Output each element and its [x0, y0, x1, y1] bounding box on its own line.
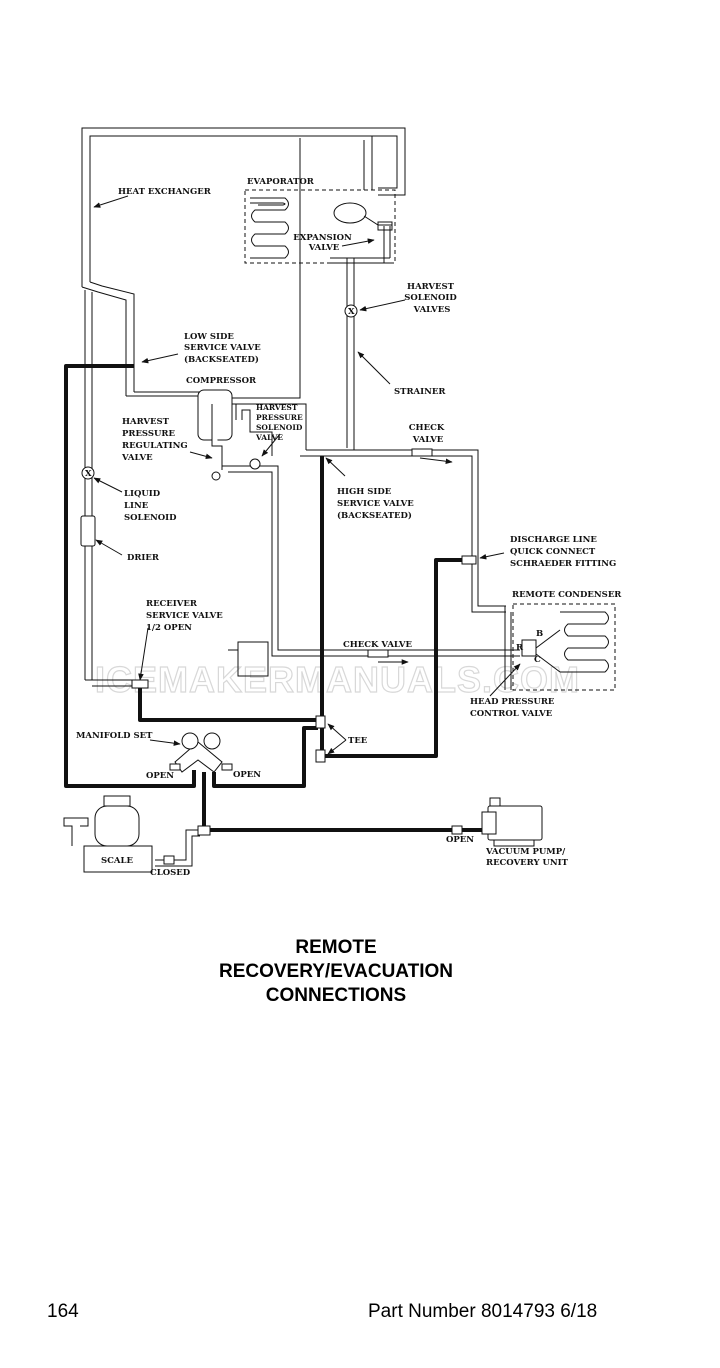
label-port-c: C	[534, 655, 541, 665]
page-number: 164	[47, 1301, 79, 1322]
label-closed: CLOSED	[150, 868, 191, 878]
part-number: Part Number 8014793 6/18	[368, 1301, 598, 1322]
gauge-marker-x: X	[348, 307, 355, 317]
label-open-left: OPEN	[146, 771, 174, 781]
label-harvest-pressure-regulating-valve: HARVEST PRESSURE REGULATING VALVE	[121, 417, 191, 463]
manifold-tee	[197, 825, 211, 836]
label-manifold-set: MANIFOLD SET	[76, 731, 153, 741]
head-pressure-control-valve	[521, 629, 561, 673]
label-harvest-solenoid-valves: HARVEST SOLENOID VALVES	[404, 282, 460, 315]
harvest-solenoid-valve: X	[344, 304, 358, 318]
label-low-side-service-valve: LOW SIDE SERVICE VALVE (BACKSEATED)	[184, 332, 264, 365]
tee-upper	[315, 715, 326, 729]
label-discharge-line-fitting: DISCHARGE LINE QUICK CONNECT SCHRAEDER F…	[510, 535, 616, 569]
pump-valve	[451, 825, 463, 835]
label-drier: DRIER	[127, 553, 160, 563]
label-open-right: OPEN	[233, 770, 261, 780]
svg-text:X: X	[85, 469, 92, 479]
refrigerant-tubing	[81, 127, 520, 867]
leader-arrows	[93, 195, 521, 755]
label-harvest-pressure-solenoid-valve: HARVEST PRESSURE SOLENOID VALVE	[255, 403, 305, 442]
label-remote-condenser: REMOTE CONDENSER	[512, 590, 622, 600]
label-scale: SCALE	[101, 856, 133, 866]
label-heat-exchanger: HEAT EXCHANGER	[118, 187, 212, 197]
label-evaporator: EVAPORATOR	[247, 177, 315, 187]
schraeder-fitting	[461, 555, 477, 565]
liquid-line-solenoid: X	[81, 466, 95, 480]
figure-title-line-2: RECOVERY/EVACUATION	[218, 961, 453, 982]
label-receiver-service-valve: RECEIVER SERVICE VALVE 1/2 OPEN	[146, 599, 226, 633]
manifold-set	[169, 732, 233, 773]
refrigeration-diagram: ICEMAKERMANUALS.COM	[63, 127, 622, 878]
drier	[80, 515, 96, 547]
vacuum-pump	[481, 797, 543, 847]
label-open-pump: OPEN	[446, 835, 474, 845]
tee-lower	[315, 749, 326, 763]
watermark: ICEMAKERMANUALS.COM	[95, 659, 580, 700]
check-valve-lower	[367, 649, 389, 658]
label-head-pressure-control-valve: HEAD PRESSURE CONTROL VALVE	[470, 697, 557, 719]
figure-title-line-3: CONNECTIONS	[265, 985, 407, 1006]
label-port-r: R	[516, 643, 524, 653]
figure-title-line-1: REMOTE	[295, 937, 377, 958]
label-tee: TEE	[348, 736, 368, 746]
label-vacuum-pump: VACUUM PUMP/ RECOVERY UNIT	[485, 847, 569, 868]
label-port-b: B	[536, 629, 543, 639]
label-expansion-valve: EXPANSION VALVE	[293, 233, 354, 253]
label-high-side-service-valve: HIGH SIDE SERVICE VALVE (BACKSEATED)	[337, 487, 417, 521]
scale-and-tank	[63, 795, 175, 873]
harvest-pressure-solenoid	[249, 458, 261, 470]
label-check-valve-lower: CHECK VALVE	[343, 640, 412, 650]
compressor	[197, 389, 236, 481]
label-compressor: COMPRESSOR	[186, 376, 257, 386]
receiver-service-valve	[131, 679, 149, 689]
label-strainer: STRAINER	[394, 387, 446, 397]
remote-condenser	[512, 603, 616, 691]
evaporator	[244, 189, 396, 264]
label-check-valve-top: CHECK VALVE	[409, 423, 447, 445]
check-valve-top	[411, 448, 433, 457]
label-liquid-line-solenoid: LIQUID LINE SOLENOID	[124, 489, 177, 523]
